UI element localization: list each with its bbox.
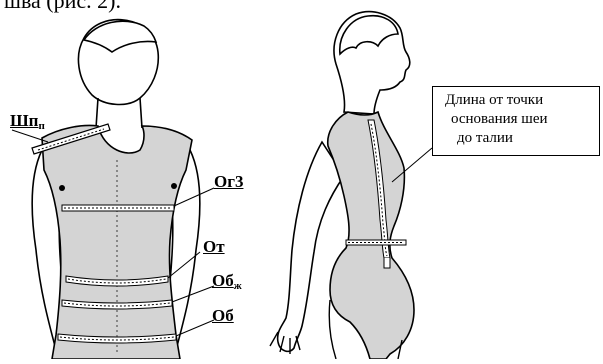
side-arm: [278, 142, 344, 351]
label-chest-girth: Ог3: [214, 173, 243, 190]
chest-tape: [62, 205, 174, 211]
callout-line-3: до талии: [445, 129, 595, 148]
front-armhole-dot-right: [171, 183, 177, 189]
caption-text: шва (рис. 2).: [4, 0, 121, 14]
front-armhole-dot-left: [59, 185, 65, 191]
front-figure: [12, 20, 214, 359]
label-waist-girth: От: [203, 238, 225, 255]
callout-line-2: основания шеи: [445, 110, 595, 129]
side-torso: [328, 112, 414, 359]
callout-line-1: Длина от точки: [445, 91, 595, 110]
label-shoulder-width: Шпп: [10, 112, 45, 132]
side-waist-tape: [346, 240, 406, 245]
label-belly-girth: Обж: [212, 272, 242, 292]
callout-box: Длина от точки основания шеи до талии: [432, 86, 600, 156]
label-hip-girth: Об: [212, 307, 234, 324]
side-figure: [270, 12, 432, 359]
